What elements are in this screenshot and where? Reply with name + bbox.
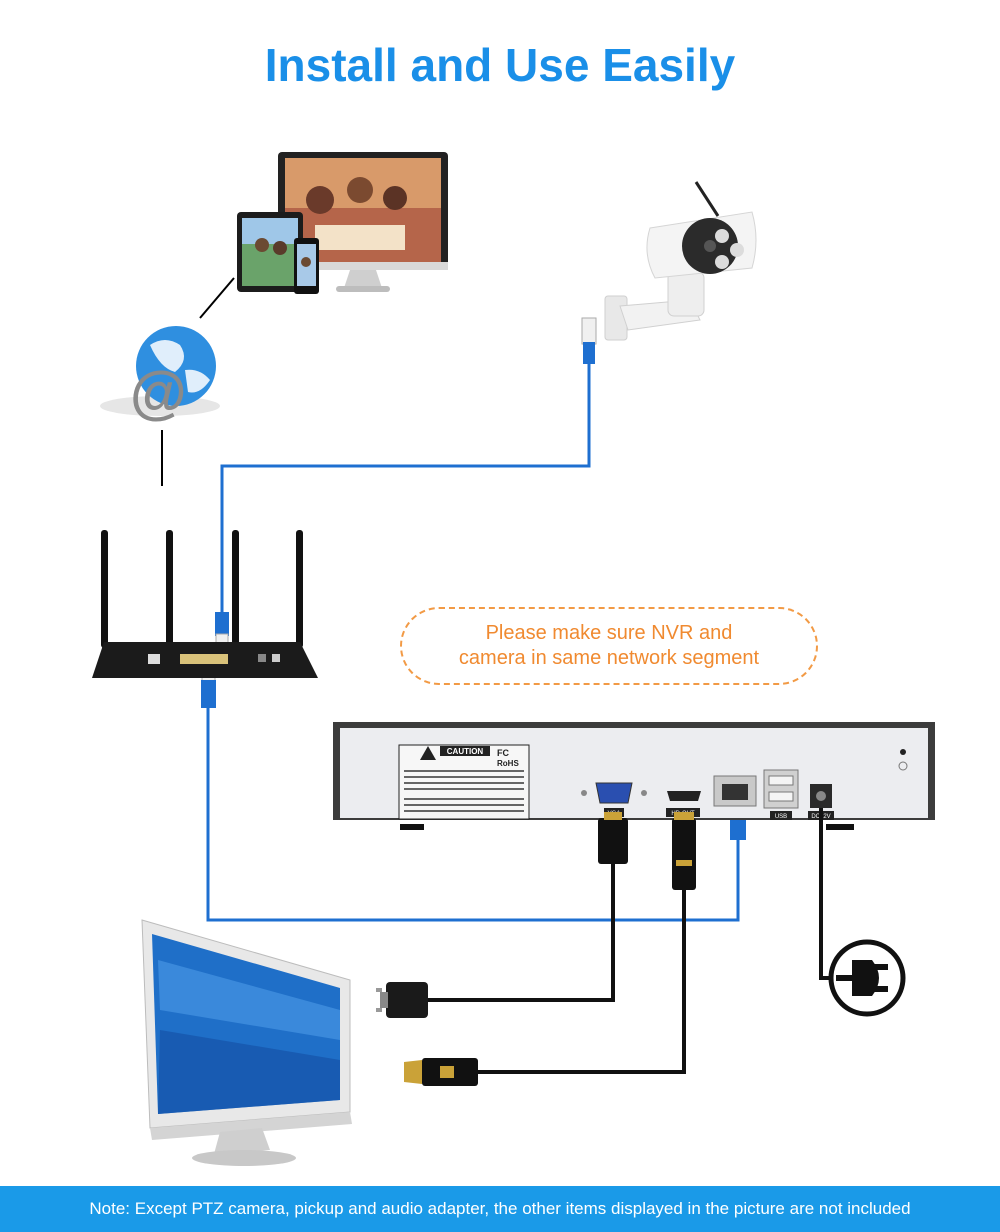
nvr-recorder-icon: CAUTION FC RoHS VGA HD-OUT USB DC12V [333,722,935,830]
usb-port-label: USB [775,814,787,820]
internet-link-line [199,277,235,319]
page-title: Install and Use Easily [264,39,736,91]
ptz-camera-icon [604,181,757,341]
fc-mark: FC [497,748,509,758]
rohs-mark: RoHS [497,759,519,768]
svg-text:@: @ [130,360,187,425]
display-monitor-icon [141,919,352,1166]
internet-globe-icon: @ [100,326,220,425]
network-notice-box: Please make sure NVR and camera in same … [400,607,818,685]
hdmi-cable [404,812,696,1086]
notice-line-2: camera in same network segment [458,647,760,669]
footer-note: Note: Except PTZ camera, pickup and audi… [0,1186,1000,1232]
vga-cable [376,812,628,1018]
wifi-router-icon [92,530,318,678]
devices-illustration [237,152,448,294]
footer-note-text: Note: Except PTZ camera, pickup and audi… [89,1199,911,1218]
network-cables [206,360,740,922]
notice-line-1: Please make sure NVR and [485,622,733,644]
rj45-plug-camera [581,317,597,364]
caution-label: CAUTION [447,747,484,756]
power-plug-icon [828,939,906,1017]
power-cable [819,808,832,980]
